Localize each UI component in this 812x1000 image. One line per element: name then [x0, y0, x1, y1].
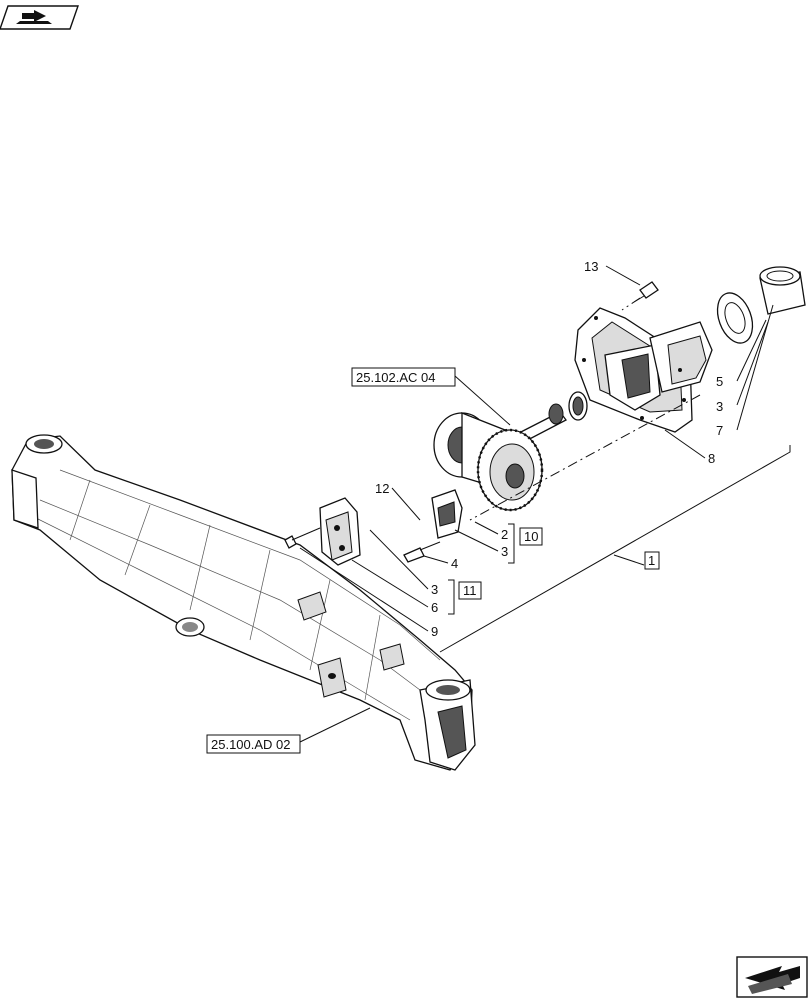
callout-3a: 3: [716, 399, 723, 414]
callout-13: 13: [584, 259, 598, 274]
box-callout-1: 1: [644, 551, 660, 570]
leader-lines: [299, 265, 791, 743]
svg-text:1: 1: [648, 553, 655, 568]
callout-4: 4: [451, 556, 458, 571]
axle-housing: [11, 434, 476, 771]
callout-3b: 3: [501, 544, 508, 559]
box-callout-10: 10: [519, 527, 543, 546]
assembly-axis: [469, 394, 701, 521]
svg-text:11: 11: [463, 583, 477, 598]
callout-2: 2: [501, 527, 508, 542]
callout-8: 8: [708, 451, 715, 466]
callout-7: 7: [716, 423, 723, 438]
callout-5: 5: [716, 374, 723, 389]
reference-axle[interactable]: 25.100.AD 02: [206, 734, 301, 754]
differential-carrier: [574, 307, 713, 433]
callout-3c: 3: [431, 582, 438, 597]
bolt-9: [284, 527, 321, 549]
svg-text:25.102.AC 04: 25.102.AC 04: [356, 370, 436, 385]
lock-plate: [319, 497, 361, 566]
svg-text:10: 10: [524, 529, 538, 544]
callout-6: 6: [431, 600, 438, 615]
ring-gear: [476, 428, 544, 512]
callout-9: 9: [431, 624, 438, 639]
bearing-cap: [431, 489, 463, 539]
reference-differential[interactable]: 25.102.AC 04: [351, 367, 456, 387]
washer: [716, 292, 754, 344]
box-callout-11: 11: [458, 581, 482, 600]
bolt-axis: [621, 297, 641, 311]
bushing: [759, 266, 806, 315]
book-arrow-icon[interactable]: [0, 5, 79, 30]
callout-12: 12: [375, 481, 389, 496]
svg-text:25.100.AD 02: 25.100.AD 02: [211, 737, 291, 752]
next-page-arrow-icon[interactable]: [736, 956, 808, 998]
differential-case: [433, 412, 506, 491]
